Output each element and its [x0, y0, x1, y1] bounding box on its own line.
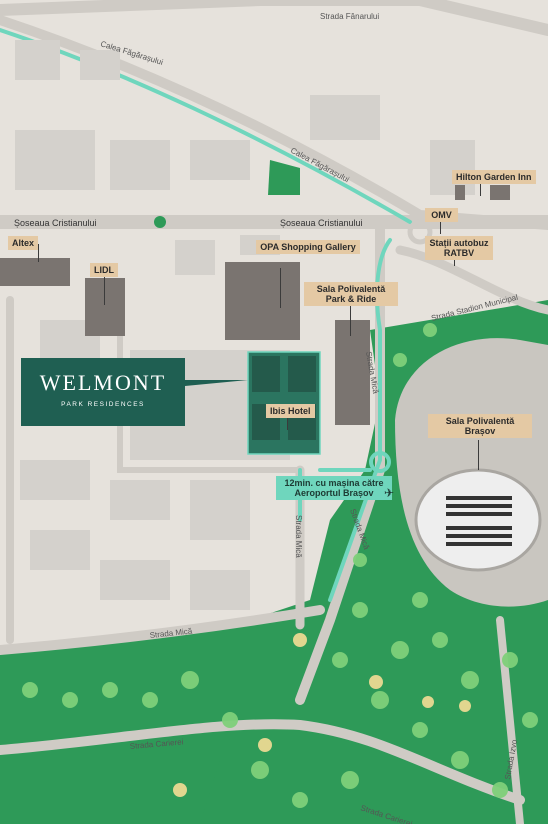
poi-opa[interactable]: OPA Shopping Gallery	[256, 240, 360, 254]
street-label: Strada Mică	[294, 515, 303, 558]
welmont-site	[247, 351, 321, 455]
poi-altex[interactable]: Altex	[8, 236, 39, 250]
poi-hilton[interactable]: Hilton Garden Inn	[452, 170, 536, 184]
poi-lidl[interactable]: LIDL	[90, 263, 118, 277]
street-label: Strada Mică	[149, 627, 193, 640]
green-patch	[268, 160, 300, 195]
logo-brand: WELMONT	[39, 370, 167, 395]
logo-subtitle: PARK RESIDENCES	[61, 401, 145, 408]
street-label: Șoseaua Cristianului	[14, 218, 97, 228]
poi-airport[interactable]: 12min. cu mașina către Aeroportul Brașov	[276, 476, 392, 500]
welmont-logo: WELMONT PARK RESIDENCES	[21, 358, 185, 426]
poi-sala-park-ride[interactable]: Sala Polivalentă Park & Ride	[304, 282, 398, 306]
plane-icon: ✈	[384, 486, 395, 500]
poi-sala-polivalenta[interactable]: Sala Polivalentă Brașov	[428, 414, 532, 438]
park-area-south	[0, 690, 220, 824]
poi-ibis[interactable]: Ibis Hotel	[266, 404, 315, 418]
street-label: Șoseaua Cristianului	[280, 218, 363, 228]
stadium	[414, 468, 542, 572]
logo-pointer	[185, 380, 248, 386]
street-label: Strada Fânarului	[320, 12, 379, 21]
poi-bus-station[interactable]: Stații autobuz RATBV	[425, 236, 493, 260]
poi-omv[interactable]: OMV	[425, 208, 458, 222]
